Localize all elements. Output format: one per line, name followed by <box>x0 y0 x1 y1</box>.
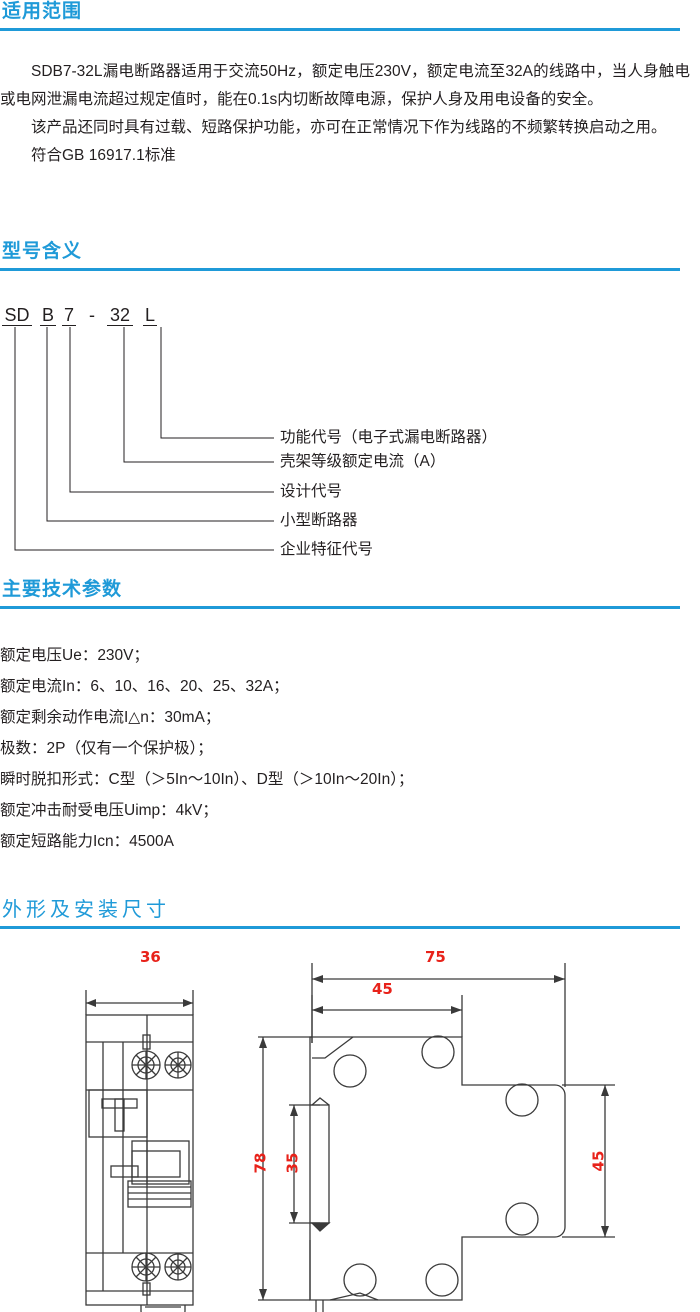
side-dim-label-45-horiz: 45 <box>372 980 393 998</box>
spec-item-residual-current: 额定剩余动作电流I△n：30mA； <box>0 709 221 726</box>
leader-line-mcb <box>46 327 274 522</box>
leader-label-function-code: 功能代号（电子式漏电断路器） <box>280 429 498 446</box>
terminal-screw-top-left <box>131 1050 161 1080</box>
section-model: 型号含义 <box>0 240 700 271</box>
model-code-segment-32: 32 <box>107 305 133 326</box>
side-dim-45-horizontal <box>311 995 463 1043</box>
spec-item-rated-current: 额定电流In：6、10、16、20、25、32A； <box>0 678 289 695</box>
leader-line-design-code <box>69 327 274 493</box>
model-code-segment-sd: SD <box>2 305 32 326</box>
side-dim-label-78: 78 <box>251 1152 270 1174</box>
dimension-drawings: 36 <box>0 949 700 1312</box>
model-code-segment-7: 7 <box>62 305 76 326</box>
front-view-drawing <box>85 990 194 1312</box>
front-dim-label-36: 36 <box>140 948 161 966</box>
section-divider-scope <box>0 28 680 31</box>
spec-item-short-circuit: 额定短路能力Icn：4500A <box>0 833 174 850</box>
spec-list: 额定电压Ue：230V； 额定电流In：6、10、16、20、25、32A； 额… <box>0 640 690 857</box>
side-dim-45-vertical <box>562 1084 615 1238</box>
spec-item-rated-voltage: 额定电压Ue：230V； <box>0 647 150 664</box>
side-dim-label-35: 35 <box>283 1152 302 1174</box>
side-hole-mid-right <box>505 1083 539 1117</box>
spec-item-impulse-voltage: 额定冲击耐受电压Uimp：4kV； <box>0 802 218 819</box>
section-divider-model <box>0 268 680 271</box>
side-hole-top-right <box>421 1035 455 1069</box>
side-dim-35 <box>289 1104 320 1224</box>
leader-label-design-code: 设计代号 <box>280 483 343 500</box>
front-dim-36 <box>85 990 194 1015</box>
section-scope: 适用范围 <box>0 0 700 31</box>
section-specs: 主要技术参数 <box>0 578 700 609</box>
section-title-specs: 主要技术参数 <box>2 579 123 600</box>
terminal-screw-bottom-right <box>164 1253 192 1281</box>
spec-item-poles: 极数：2P（仅有一个保护极）； <box>0 740 213 757</box>
model-code-segment-b: B <box>40 305 56 326</box>
leader-line-frame-current <box>123 327 274 463</box>
side-dim-78 <box>258 1036 312 1301</box>
scope-paragraph-1: SDB7-32L漏电断路器适用于交流50Hz，额定电压230V，额定电流至32A… <box>0 63 690 108</box>
leader-label-frame-current: 壳架等级额定电流（A） <box>280 453 446 470</box>
terminal-screw-bottom-left <box>131 1252 161 1282</box>
spec-item-trip-type: 瞬时脱扣形式：C型（＞5In～10In）、D型（＞10In～20In）； <box>0 771 414 788</box>
model-code-segment-l: L <box>143 305 157 326</box>
section-divider-specs <box>0 606 680 609</box>
leader-line-function-code <box>160 327 274 439</box>
scope-body: SDB7-32L漏电断路器适用于交流50Hz，额定电压230V，额定电流至32A… <box>0 58 690 170</box>
leader-line-enterprise-code <box>14 327 274 551</box>
leader-label-enterprise-code: 企业特征代号 <box>280 541 374 558</box>
side-view-drawing <box>258 963 615 1312</box>
side-hole-lower-right <box>505 1202 539 1236</box>
side-dim-label-75: 75 <box>425 948 446 966</box>
section-dimensions: 外形及安装尺寸 <box>0 898 700 929</box>
section-title-model: 型号含义 <box>2 241 83 262</box>
side-hole-bottom-right <box>425 1263 459 1297</box>
leader-label-mcb: 小型断路器 <box>280 512 358 529</box>
model-code-separator: - <box>89 305 95 325</box>
model-designation-diagram: SD B 7 - 32 L 功能代号（电子式漏电断路器） 壳架等级额定电流（A）… <box>0 305 700 558</box>
side-hole-top-left <box>333 1054 367 1088</box>
section-divider-dimensions <box>0 926 680 929</box>
section-title-scope: 适用范围 <box>2 1 83 22</box>
section-title-dimensions: 外形及安装尺寸 <box>2 899 170 921</box>
side-hole-bottom-left <box>343 1263 377 1297</box>
scope-paragraph-2: 该产品还同时具有过载、短路保护功能，亦可在正常情况下作为线路的不频繁转换启动之用… <box>31 119 667 136</box>
scope-paragraph-3: 符合GB 16917.1标准 <box>31 147 176 164</box>
side-dim-label-45-vert: 45 <box>589 1150 608 1172</box>
terminal-screw-top-right <box>164 1051 192 1079</box>
model-leader-lines <box>14 327 274 551</box>
